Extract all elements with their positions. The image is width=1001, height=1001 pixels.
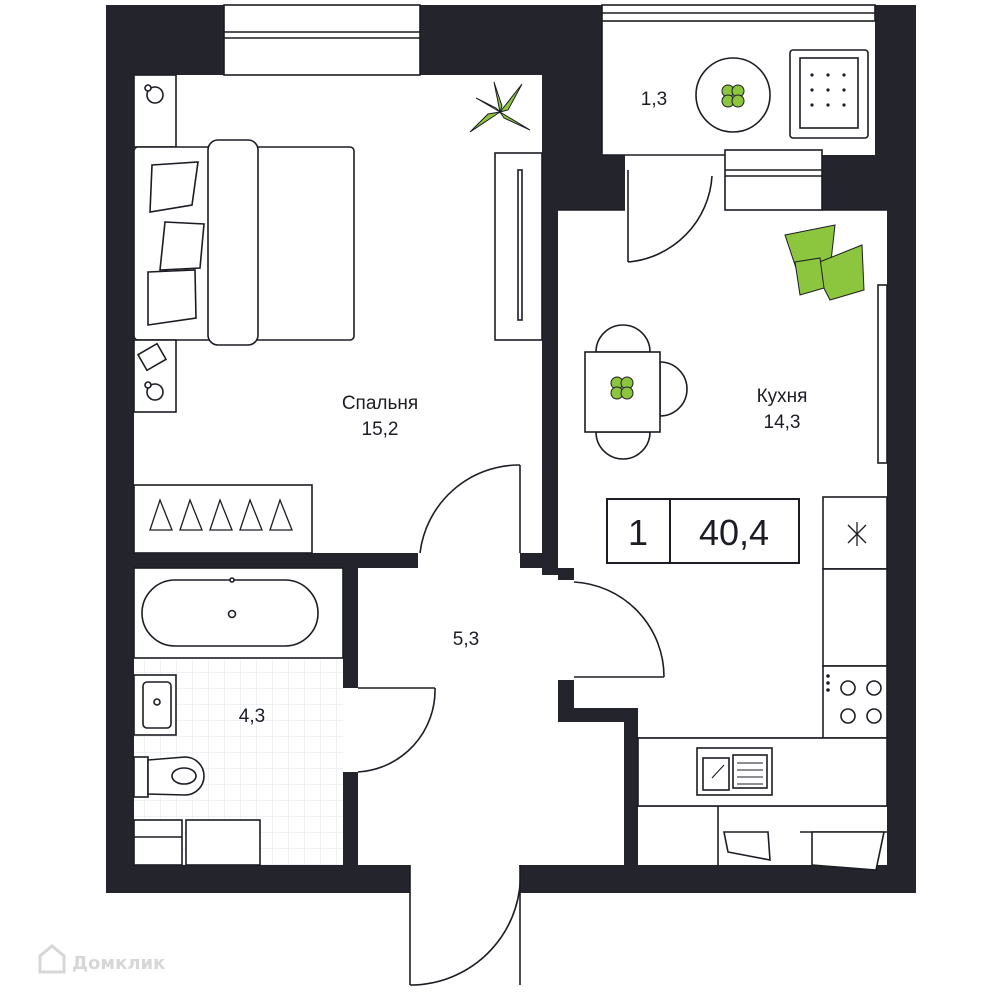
wall-bath-right-lower <box>343 772 358 893</box>
watermark-text: Домклик <box>72 953 165 974</box>
bedroom-name: Спальня <box>342 393 418 414</box>
wardrobe-bottom <box>133 484 313 554</box>
rooms-count: 1 <box>628 512 648 553</box>
nightstand-top <box>133 74 177 148</box>
wall-bedroom-bottom-left <box>106 553 418 568</box>
domclick-watermark: Домклик <box>38 944 165 974</box>
kitchen-plant-icon <box>784 224 865 301</box>
wall-balcony-corner <box>585 155 625 210</box>
kitchen-door <box>573 581 665 678</box>
kitchen-side-window <box>877 284 888 464</box>
windows <box>223 4 888 464</box>
wall-top-left <box>106 5 224 75</box>
nightstand-bottom <box>133 339 177 413</box>
toilet <box>133 756 205 798</box>
wall-bottom-left <box>106 865 410 893</box>
balcony-door <box>627 170 713 263</box>
wall-left <box>106 5 134 893</box>
bedroom-plant-icon <box>469 81 531 133</box>
hall-area: 5,3 <box>453 629 479 650</box>
bedroom-area: 15,2 <box>362 419 399 440</box>
table-flower-icon <box>610 376 634 400</box>
kitchen-area: 14,3 <box>764 412 801 433</box>
bedroom-door <box>419 464 521 554</box>
bedroom-window <box>223 4 421 76</box>
bathtub <box>133 567 344 659</box>
total-area: 40,4 <box>699 512 769 553</box>
apartment-summary: 1 40,4 <box>606 498 800 564</box>
wall-bedroom-bottom-right <box>520 553 558 568</box>
wall-bath-right-upper <box>343 553 358 688</box>
sink-lines <box>711 762 763 785</box>
wall-right <box>887 5 916 893</box>
bathroom-furniture <box>133 567 344 866</box>
bath-cabinets <box>133 819 261 866</box>
entrance-door <box>409 864 522 986</box>
balcony-chair-dots <box>810 73 846 107</box>
wall-kitchen-hall-post <box>624 708 638 893</box>
balcony-furniture <box>695 49 869 139</box>
wall-kitchen-hall-ledge <box>558 708 638 722</box>
wall-bottom-right <box>520 865 916 893</box>
balcony-outline <box>601 21 725 156</box>
doors <box>357 170 713 986</box>
kitchen-balcony-window <box>724 149 823 211</box>
bathroom-door <box>357 687 436 773</box>
kitchen-counter <box>637 496 888 807</box>
balcony-chair <box>789 49 869 139</box>
balcony-area: 1,3 <box>641 89 667 110</box>
kitchen-bottom-cabinets <box>723 831 885 871</box>
balcony-window <box>601 4 876 22</box>
bedroom-furniture <box>133 74 543 554</box>
wardrobe-right <box>494 152 543 341</box>
washbasin <box>133 674 177 736</box>
house-logo-icon <box>38 944 66 974</box>
fridge-snowflake-icon <box>847 522 867 546</box>
double-bed <box>133 139 355 346</box>
kitchen-name: Кухня <box>757 386 808 407</box>
walls <box>106 5 916 893</box>
balcony-flower-icon <box>721 84 745 108</box>
bathroom-area: 4,3 <box>239 706 265 727</box>
wall-kitchen-hall-stub <box>558 568 574 580</box>
dining-chairs <box>595 324 688 460</box>
kitchen-furniture <box>584 324 888 871</box>
stove-knobs <box>826 674 830 692</box>
